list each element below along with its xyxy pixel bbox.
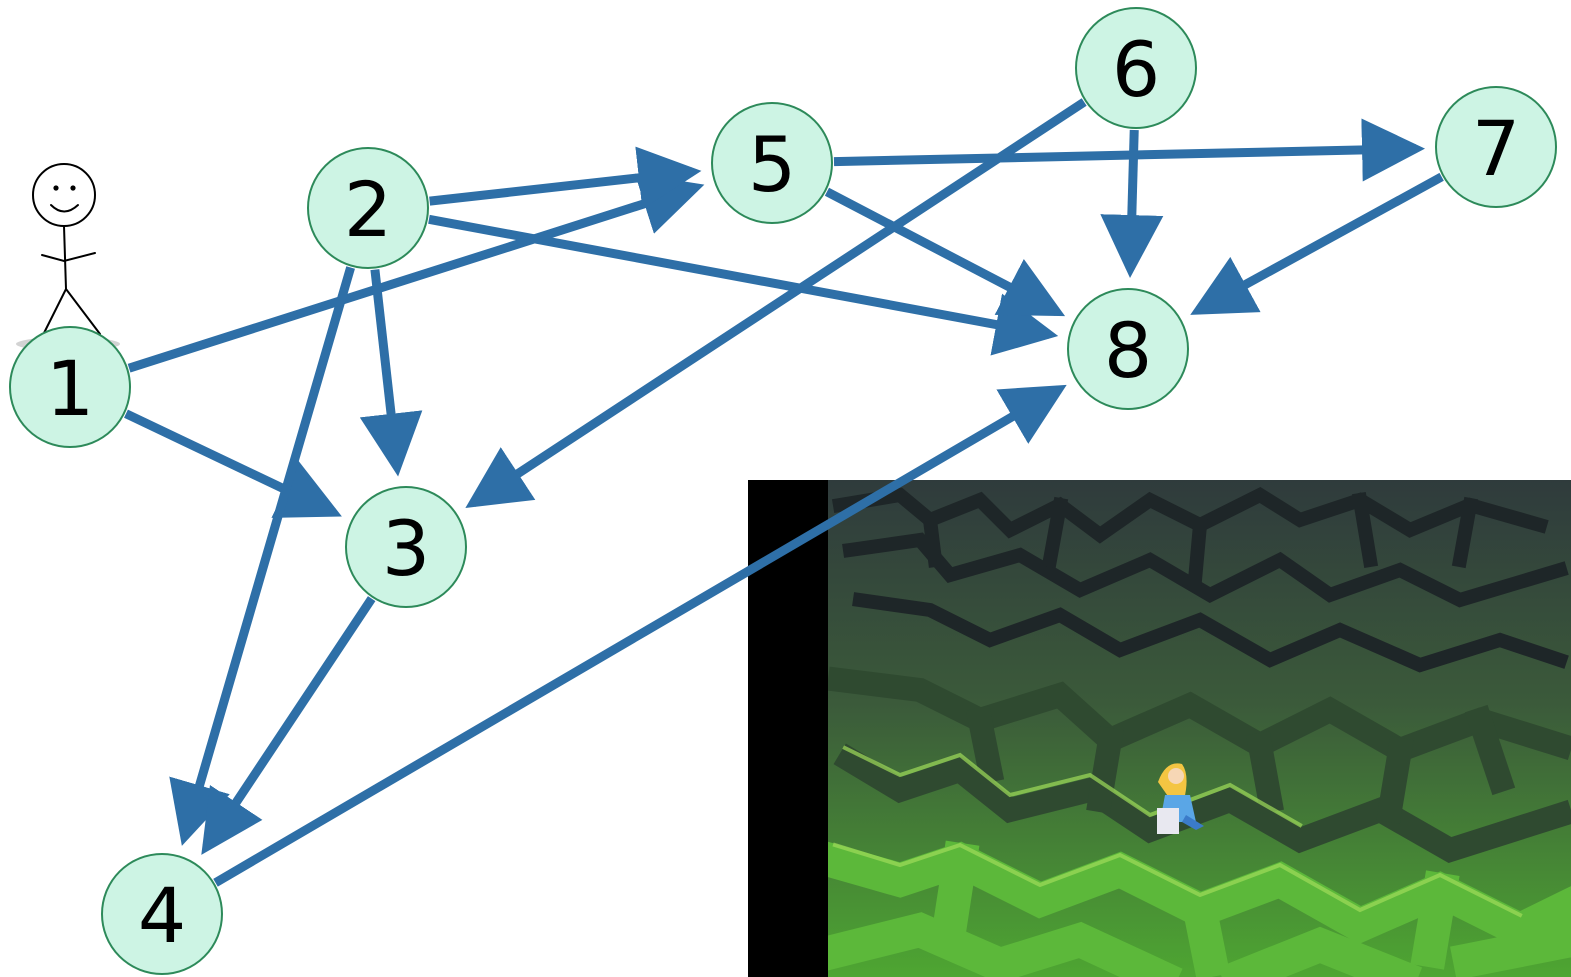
node-label-3: 3	[382, 504, 430, 593]
node-label-8: 8	[1104, 306, 1152, 395]
node-circle-4	[101, 853, 223, 975]
node-label-2: 2	[344, 165, 392, 254]
node-8: 8	[1067, 288, 1189, 410]
edge-6-to-8	[1100, 129, 1164, 279]
edge-7-to-8	[1190, 172, 1444, 315]
figure-eye-left	[53, 185, 59, 191]
node-circle-1	[9, 326, 131, 448]
edge-3-to-4	[201, 596, 376, 855]
node-5: 5	[711, 102, 833, 224]
figure-body	[63, 225, 67, 290]
node-6: 6	[1075, 7, 1197, 129]
node-circle-3	[345, 486, 467, 608]
node-circle-5	[711, 102, 833, 224]
node-circle-6	[1075, 7, 1197, 129]
graph-nodes: 1 2 3 4 5 6 7 8	[9, 7, 1557, 975]
figure-smile	[50, 204, 79, 213]
graph-edges	[124, 98, 1444, 887]
figure-head	[32, 163, 96, 227]
figure-arms	[41, 252, 96, 263]
node-label-6: 6	[1112, 25, 1160, 114]
girl-figure	[1157, 763, 1204, 834]
edge-4-to-8	[213, 384, 1067, 887]
node-7: 7	[1435, 86, 1557, 208]
node-circle-7	[1435, 86, 1557, 208]
edge-5-to-8	[824, 187, 1066, 317]
node-4: 4	[101, 853, 223, 975]
edge-2-to-4	[169, 266, 355, 846]
figure-eye-right	[70, 185, 76, 191]
node-circle-2	[307, 147, 429, 269]
maze-walls-near	[828, 840, 1571, 977]
edge-2-to-5	[429, 146, 702, 210]
edge-2-to-3	[359, 269, 423, 477]
maze-walls-far	[831, 486, 1569, 673]
maze-walls-mid	[828, 666, 1571, 864]
node-label-1: 1	[46, 344, 94, 433]
hedge-maze-image	[748, 480, 1571, 977]
node-label-5: 5	[748, 120, 796, 209]
maze-highlights	[832, 745, 1523, 918]
node-label-4: 4	[138, 871, 186, 960]
stick-figure	[16, 163, 120, 351]
node-circle-8	[1067, 288, 1189, 410]
figure-legs	[41, 287, 101, 338]
edge-1-to-3	[124, 409, 342, 518]
node-label-7: 7	[1472, 104, 1520, 193]
node-3: 3	[345, 486, 467, 608]
edge-2-to-8	[428, 214, 1059, 356]
edge-1-to-5	[127, 173, 705, 373]
edge-5-to-7	[833, 118, 1426, 182]
node-1: 1	[9, 326, 131, 448]
node-2: 2	[307, 147, 429, 269]
edge-6-to-3	[465, 98, 1087, 509]
